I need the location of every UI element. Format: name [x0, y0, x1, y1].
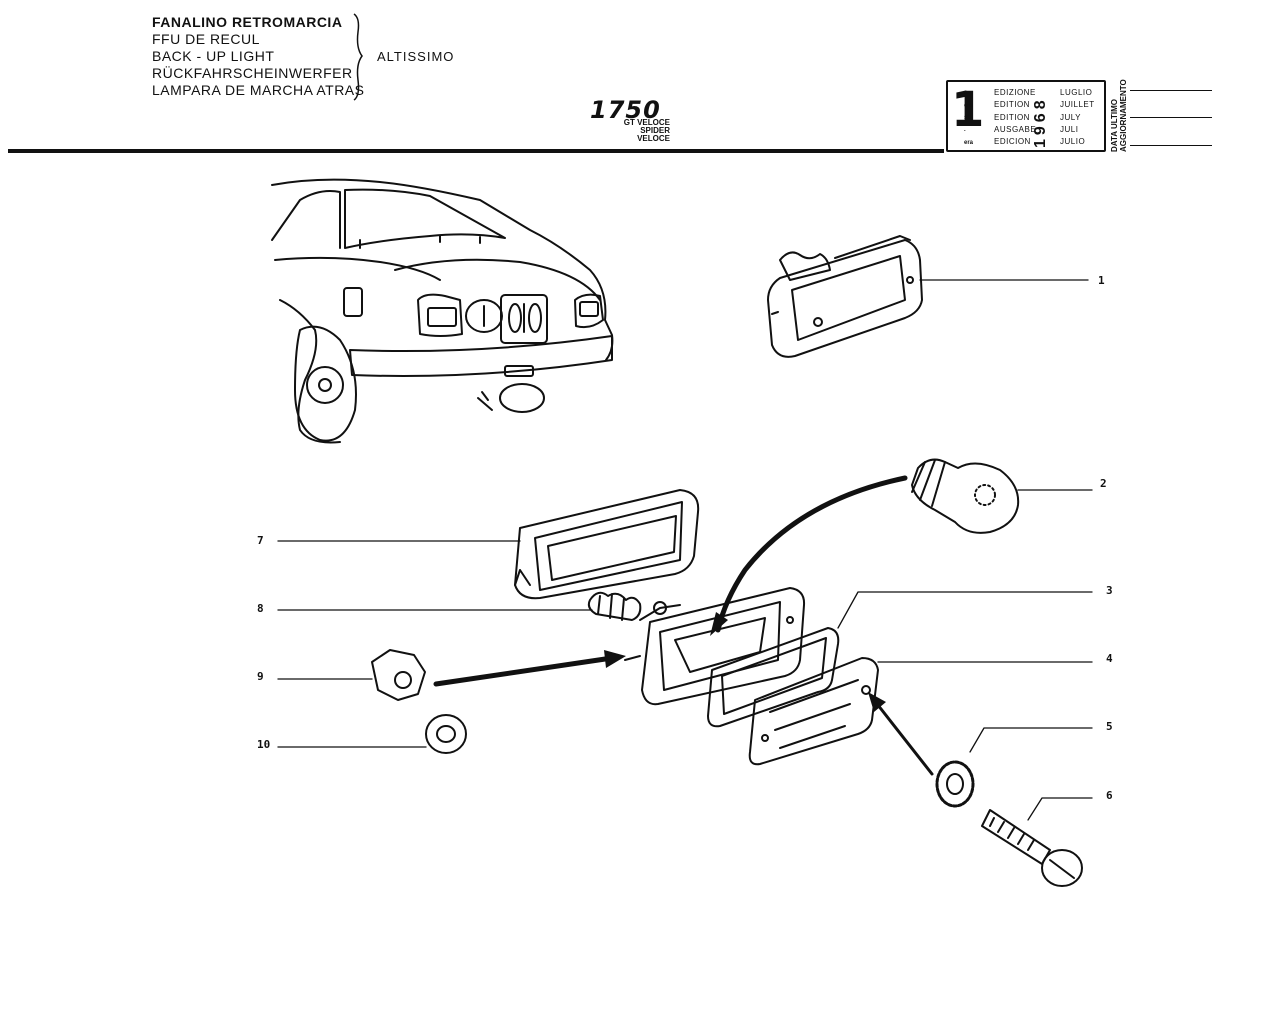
callout-6: 6	[1106, 789, 1113, 802]
update-line	[1130, 117, 1212, 118]
callout-10: 10	[257, 738, 271, 751]
hex-nut	[371, 649, 426, 701]
title-line-en: BACK - UP LIGHT	[152, 48, 275, 64]
edition-word: EDITION	[994, 100, 1030, 109]
assembled-backup-lamp	[767, 235, 923, 358]
model-variants: GT VELOCE SPIDER VELOCE	[606, 119, 670, 143]
washer	[425, 714, 467, 754]
screw	[981, 809, 1083, 887]
header-rule	[8, 149, 944, 153]
title-line-it: FANALINO RETROMARCIA	[152, 14, 343, 30]
variant-gt: GT VELOCE	[623, 118, 670, 127]
callout-3: 3	[1106, 584, 1113, 597]
grommet-screw	[587, 591, 667, 621]
bulb-illustration	[911, 458, 1020, 534]
edition-suffix: a	[964, 90, 968, 96]
title-line-de: RÜCKFAHRSCHEINWERFER	[152, 65, 353, 81]
lamp-frame	[514, 489, 700, 600]
callout-5: 5	[1106, 720, 1113, 733]
edition-suffix: .	[964, 127, 966, 133]
edition-suffix: st	[964, 115, 970, 121]
edition-box: 1 a ere st . era EDIZIONE EDITION EDITIO…	[946, 80, 1106, 152]
edition-month: JULY	[1060, 113, 1081, 122]
group-label: ALTISSIMO	[377, 49, 455, 64]
lens	[748, 657, 879, 766]
edition-number: 1	[951, 82, 985, 138]
edition-suffix: era	[964, 140, 974, 146]
edition-word: EDITION	[994, 113, 1030, 122]
edition-word: EDIZIONE	[994, 88, 1036, 97]
callout-1: 1	[1098, 274, 1105, 287]
title-line-fr: FFU DE RECUL	[152, 31, 260, 47]
edition-month: JULIO	[1060, 137, 1086, 146]
callout-9: 9	[257, 670, 264, 683]
callout-2: 2	[1100, 477, 1107, 490]
update-line	[1130, 90, 1212, 91]
edition-month: JULI	[1060, 125, 1079, 134]
serrated-washer	[935, 760, 975, 808]
callout-7: 7	[257, 534, 264, 547]
model-name: 1750	[590, 96, 661, 124]
edition-suffix: ere	[964, 103, 974, 109]
gasket	[707, 627, 840, 728]
brace-icon	[353, 13, 363, 101]
variant-spider: SPIDER VELOCE	[637, 126, 670, 143]
leader-lines	[277, 279, 1093, 821]
car-rear-illustration	[271, 178, 614, 444]
edition-word: AUSGABE	[994, 125, 1037, 134]
title-block: FANALINO RETROMARCIA FFU DE RECUL BACK -…	[152, 14, 364, 99]
edition-month: JUILLET	[1060, 100, 1095, 109]
callout-4: 4	[1106, 652, 1113, 665]
update-line	[1130, 145, 1212, 146]
edition-month: LUGLIO	[1060, 88, 1093, 97]
callout-8: 8	[257, 602, 264, 615]
edition-word: EDICION	[994, 137, 1031, 146]
title-line-es: LAMPARA DE MARCHA ATRAS	[152, 82, 365, 98]
